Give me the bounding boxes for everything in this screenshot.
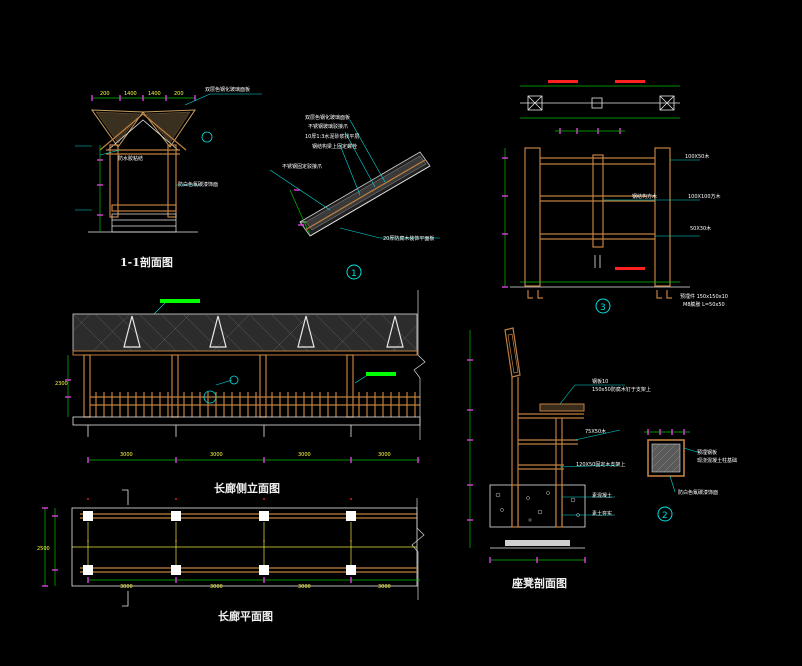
svg-text:200: 200	[174, 91, 184, 97]
svg-text:素混凝土: 素混凝土	[592, 492, 612, 499]
svg-text:2500: 2500	[37, 546, 50, 552]
corridor-elevation-title: 长廊侧立面图	[214, 481, 280, 495]
svg-text:预埋钢板: 预埋钢板	[697, 449, 717, 456]
detail-1-drawing: 双层色钢化玻璃面板 不锈钢玻璃驳接爪 10厚1:3水泥砂浆找平层 钢结构梁上固定…	[269, 114, 440, 242]
bench-section-title: 座凳剖面图	[511, 576, 567, 590]
detail-2-callout-number: 2	[662, 511, 668, 521]
svg-text:3000: 3000	[298, 452, 311, 458]
svg-text:钢结构梁上固定螺栓: 钢结构梁上固定螺栓	[312, 143, 357, 150]
detail-1-callout-circle	[346, 264, 362, 280]
detail-1-callout-number: 1	[351, 269, 357, 279]
corridor-plan-drawing: 3000 3000 3000 3000 2500	[37, 489, 425, 607]
svg-text:100X100方木: 100X100方木	[688, 193, 721, 200]
section-1-1-drawing: 200 1400 1400 200 双层色钢化玻璃面板 防水胶粘结	[75, 86, 262, 233]
svg-text:M8膨胀 L=50x50: M8膨胀 L=50x50	[683, 301, 725, 308]
section-1-1-title: 1-1剖面图	[120, 255, 173, 269]
svg-text:10厚1:3水泥砂浆找平层: 10厚1:3水泥砂浆找平层	[305, 133, 359, 140]
svg-text:不锈钢固定驳接爪: 不锈钢固定驳接爪	[282, 163, 322, 170]
svg-text:素土夯实: 素土夯实	[592, 510, 612, 517]
svg-text:双层色钢化玻璃面板: 双层色钢化玻璃面板	[205, 86, 250, 93]
detail-3-drawing: 100X50木 钢结构方木 100X100方木 50X30木 预埋件 150x1…	[502, 80, 728, 308]
corridor-plan-title: 长廊平面图	[218, 609, 273, 623]
svg-text:钢板10: 钢板10	[592, 378, 608, 385]
svg-text:预埋件 150x150x10: 预埋件 150x150x10	[680, 293, 728, 300]
svg-text:3000: 3000	[378, 584, 391, 590]
svg-text:120X50固定木支架上: 120X50固定木支架上	[576, 461, 625, 468]
detail-3-callout-circle	[595, 298, 611, 314]
svg-text:1400: 1400	[148, 91, 161, 97]
svg-text:钢结构方木: 钢结构方木	[632, 193, 657, 200]
svg-text:3000: 3000	[120, 452, 133, 458]
svg-text:50X30木: 50X30木	[690, 225, 711, 232]
svg-text:双层色钢化玻璃面板: 双层色钢化玻璃面板	[305, 114, 350, 121]
svg-text:3000: 3000	[378, 452, 391, 458]
svg-text:100X50木: 100X50木	[685, 153, 709, 160]
svg-text:不锈钢玻璃驳接爪: 不锈钢玻璃驳接爪	[308, 123, 348, 130]
corridor-elevation-drawing: 2300 3000 3000 3000 3000	[55, 290, 426, 463]
svg-text:防水胶粘结: 防水胶粘结	[118, 155, 143, 162]
detail-2-drawing: 预埋钢板 现浇混凝土柱基础 防白色氟碳漆饰面	[644, 429, 737, 496]
svg-text:150x50防腐木钉于支架上: 150x50防腐木钉于支架上	[592, 386, 651, 393]
svg-text:防白色氟碳漆饰面: 防白色氟碳漆饰面	[678, 489, 718, 496]
bench-section-drawing: 钢板10 150x50防腐木钉于支架上 75X50木 120X50固定木支架上 …	[467, 327, 651, 563]
svg-text:防白色氟碳漆饰面: 防白色氟碳漆饰面	[178, 181, 218, 188]
detail-3-callout-number: 3	[600, 303, 606, 313]
svg-text:3000: 3000	[298, 584, 311, 590]
svg-text:3000: 3000	[210, 452, 223, 458]
svg-text:2300: 2300	[55, 381, 68, 387]
svg-text:20厚防腐木装饰平面板: 20厚防腐木装饰平面板	[383, 235, 434, 242]
svg-text:1400: 1400	[124, 91, 137, 97]
svg-text:3000: 3000	[120, 584, 133, 590]
svg-text:75X50木: 75X50木	[585, 428, 606, 435]
svg-text:3000: 3000	[210, 584, 223, 590]
detail-2-callout-circle	[657, 506, 673, 522]
svg-text:200: 200	[100, 91, 110, 97]
svg-text:现浇混凝土柱基础: 现浇混凝土柱基础	[697, 457, 737, 464]
